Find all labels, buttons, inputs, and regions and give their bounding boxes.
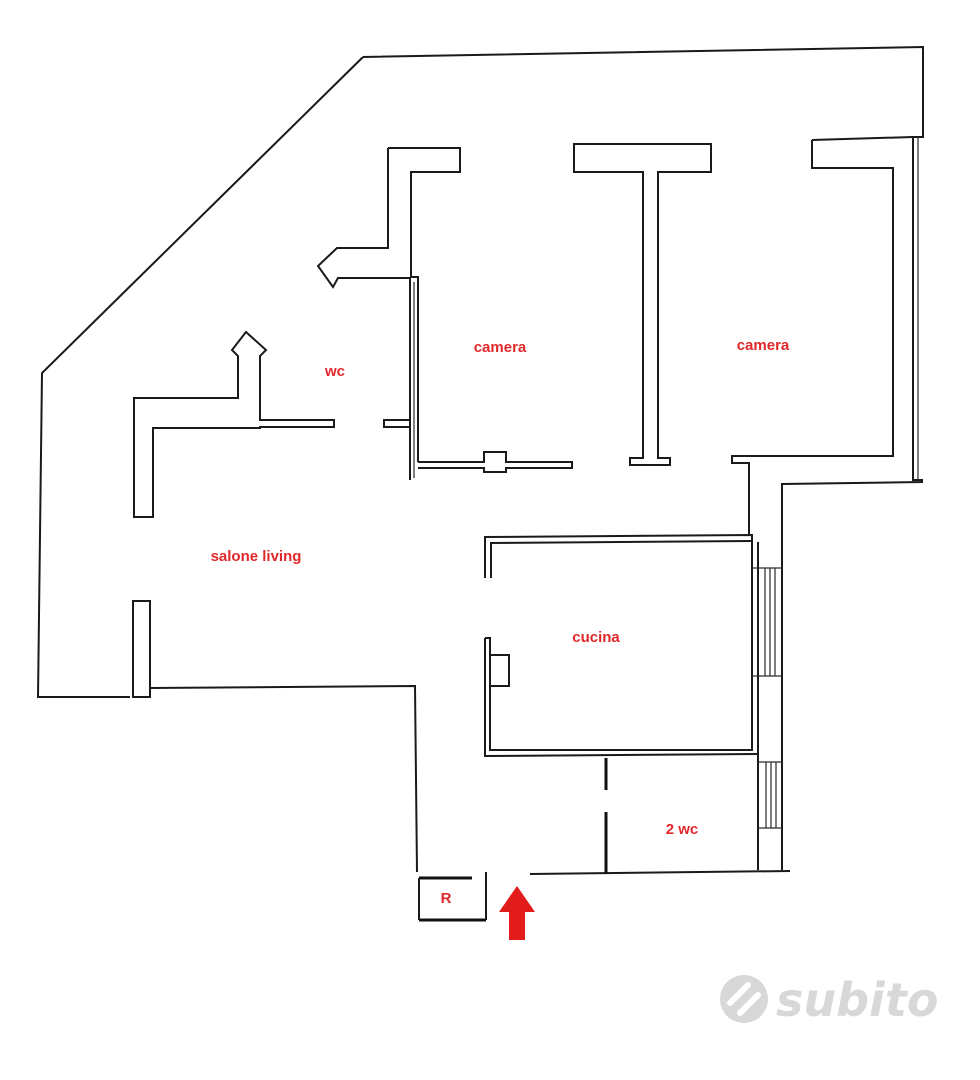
subito-logo-icon (720, 975, 768, 1023)
wc-walls (132, 330, 411, 698)
camera-divider-wall (573, 143, 712, 466)
room-label-cucina: cucina (572, 629, 620, 646)
camera-1-bottom-wall (418, 451, 573, 473)
cucina-walls (484, 533, 782, 870)
room-label-r: R (441, 890, 452, 907)
room-label-salone: salone living (211, 548, 302, 565)
camera-2-walls (731, 136, 914, 534)
room-label-camera-1: camera (474, 339, 527, 356)
room-label-camera-2: camera (737, 337, 790, 354)
subito-wordmark: subito (776, 973, 938, 1027)
outer-walls (36, 45, 924, 875)
corridor-walls (316, 147, 461, 480)
room-label-wc2: 2 wc (666, 821, 699, 838)
subito-watermark: subito (720, 973, 938, 1027)
r-closet-walls (418, 872, 487, 922)
entrance-arrow-icon (499, 886, 535, 940)
room-label-wc: wc (324, 363, 345, 380)
